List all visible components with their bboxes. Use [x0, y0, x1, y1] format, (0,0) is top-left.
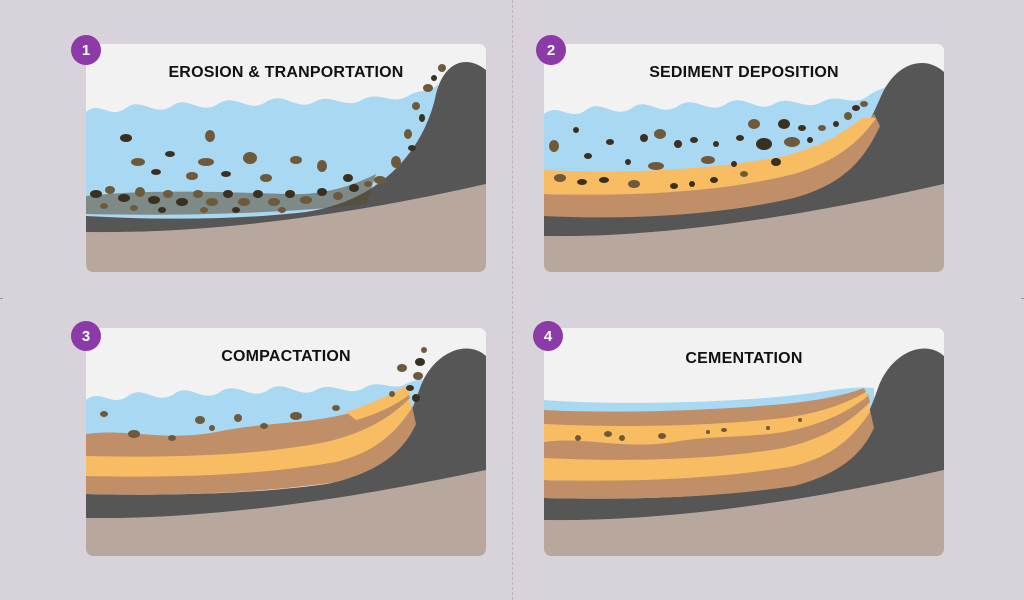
mud-upper: [86, 388, 410, 457]
pebbles: [90, 64, 446, 213]
panel-cementation: CEMENTATION: [544, 328, 944, 556]
erosion-illustration: [86, 44, 486, 272]
pebbles: [549, 101, 868, 189]
panel-title: EROSION & TRANPORTATION: [168, 64, 404, 81]
bedrock-layer: [86, 184, 486, 272]
bedrock-layer: [86, 470, 486, 556]
center-divider: [512, 0, 513, 600]
sand-lower: [86, 396, 412, 477]
pebbles: [100, 347, 427, 441]
sand-middle: [544, 390, 868, 445]
step-badge: 2: [536, 35, 566, 65]
panel-compactation: COMPACTATION: [86, 328, 486, 556]
mud-layer: [544, 114, 880, 218]
deposition-illustration: [544, 44, 944, 272]
rock-layer: [544, 63, 944, 237]
pebbles: [575, 418, 802, 441]
bedrock-layer: [544, 470, 944, 556]
right-edge-tick: [1021, 298, 1024, 299]
panel-title: COMPACTATION: [221, 348, 351, 365]
step-badge: 1: [71, 35, 101, 65]
panel-title: SEDIMENT DEPOSITION: [649, 64, 839, 81]
mud-lower: [86, 406, 416, 495]
mud-top: [544, 388, 866, 426]
mud-bottom: [544, 410, 874, 499]
sand-layer: [544, 118, 876, 195]
rock-layer: [86, 62, 486, 233]
bedrock-layer: [544, 184, 944, 272]
left-edge-tick: [0, 298, 3, 299]
panel-title: CEMENTATION: [685, 350, 803, 367]
compactation-illustration: [86, 328, 486, 556]
panel-sediment-deposition: SEDIMENT DEPOSITION: [544, 44, 944, 272]
panel-erosion: EROSION & TRANPORTATION: [86, 44, 486, 272]
cementation-illustration: [544, 328, 944, 556]
step-badge: 4: [533, 321, 563, 351]
step-badge: 3: [71, 321, 101, 351]
sand-bottom: [544, 398, 870, 481]
rock-layer: [544, 348, 944, 521]
rock-layer: [86, 348, 486, 519]
